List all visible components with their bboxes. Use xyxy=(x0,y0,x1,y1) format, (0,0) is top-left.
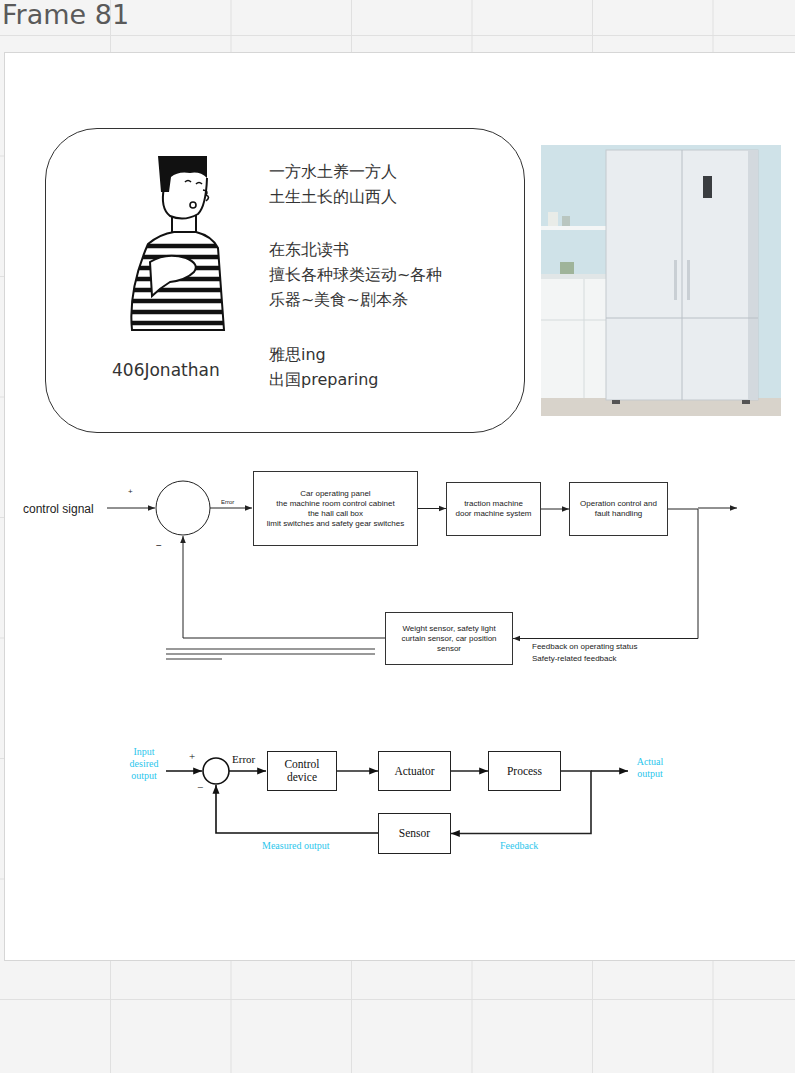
text-line: device xyxy=(284,771,319,784)
text-line: 土生土长的山西人 xyxy=(269,184,397,209)
box-label: 在东北读书 擅长各种球类运动~各种 乐器~美食~剧本杀 xyxy=(269,237,442,312)
process-box: Control device xyxy=(267,751,337,791)
text-line: the hall call box xyxy=(267,509,404,519)
sign-mark: + xyxy=(128,487,133,496)
sign-mark: − xyxy=(197,781,203,793)
text-line: the machine room control cabinet xyxy=(267,499,404,509)
text-line: 雅思ing xyxy=(269,342,379,367)
note: Safety-related feedback xyxy=(532,654,617,663)
signal-name: Actual output xyxy=(630,756,670,780)
box-label: Process xyxy=(507,765,542,778)
text-line: desired xyxy=(120,758,168,770)
text-line: Operation control and xyxy=(580,499,657,509)
box-label: traction machine door machine system xyxy=(455,499,531,519)
text-line: Actual xyxy=(630,756,670,768)
box-label: 雅思ing 出国preparing xyxy=(269,342,379,392)
connector xyxy=(541,509,569,510)
sign-mark: + xyxy=(189,750,195,762)
process-box: Process xyxy=(488,751,561,791)
text-line: limit switches and safety gear switches xyxy=(267,519,404,529)
person-illustration xyxy=(120,156,230,330)
box-label: Car operating panel the machine room con… xyxy=(267,489,404,529)
text-line: traction machine xyxy=(455,499,531,509)
text-line: sensor xyxy=(401,644,496,654)
text-line: Control xyxy=(284,758,319,771)
text-line: output xyxy=(630,768,670,780)
text-line: fault handling xyxy=(580,509,657,519)
box-label: Actuator xyxy=(394,765,434,778)
text-line: output xyxy=(120,770,168,782)
box-label: Sensor xyxy=(399,827,430,840)
note: Feedback on operating status xyxy=(532,642,637,651)
sensor-box: Sensor xyxy=(378,813,451,854)
text-line: 擅长各种球类运动~各种 xyxy=(269,262,442,287)
text-line: Input xyxy=(120,746,168,758)
text-line: curtain sensor, car position xyxy=(401,634,496,644)
box-label: 一方水土养一方人 土生土长的山西人 xyxy=(269,159,397,209)
process-box: traction machine door machine system xyxy=(446,482,541,536)
connector xyxy=(337,770,378,772)
box-label: Weight sensor, safety light curtain sens… xyxy=(401,624,496,654)
scribble-lines xyxy=(166,649,375,659)
signal-name: control signal xyxy=(23,502,94,516)
signal-name: Error xyxy=(221,499,234,505)
box-label: Operation control and fault handling xyxy=(580,499,657,519)
process-box: Operation control and fault handling xyxy=(569,482,668,536)
fridge-photo xyxy=(541,145,781,416)
text-line: 一方水土养一方人 xyxy=(269,159,397,184)
text-line: 乐器~美食~剧本杀 xyxy=(269,287,442,312)
text-line: 在东北读书 xyxy=(269,237,442,262)
signal-name: Error xyxy=(232,753,255,765)
text-line: Car operating panel xyxy=(267,489,404,499)
connector xyxy=(451,770,488,772)
box-label: Control device xyxy=(284,758,319,784)
signal-name: Measured output xyxy=(262,840,330,852)
process-box: Actuator xyxy=(378,751,451,791)
connector xyxy=(418,508,446,509)
frame-panel xyxy=(5,53,795,961)
process-box: Car operating panel the machine room con… xyxy=(253,471,418,546)
sign-mark: − xyxy=(156,540,162,551)
text-line: 出国preparing xyxy=(269,367,379,392)
sensor-box: Weight sensor, safety light curtain sens… xyxy=(385,612,513,665)
text-line: Weight sensor, safety light xyxy=(401,624,496,634)
frame-title: Frame 81 xyxy=(2,0,129,30)
signal-name: Feedback xyxy=(500,840,538,852)
signal-name: Input desired output xyxy=(120,746,168,782)
box-label: 406Jonathan xyxy=(112,359,220,381)
text-line: door machine system xyxy=(455,509,531,519)
profile-card: 一方水土养一方人 土生土长的山西人在东北读书 擅长各种球类运动~各种 乐器~美食… xyxy=(45,128,525,433)
